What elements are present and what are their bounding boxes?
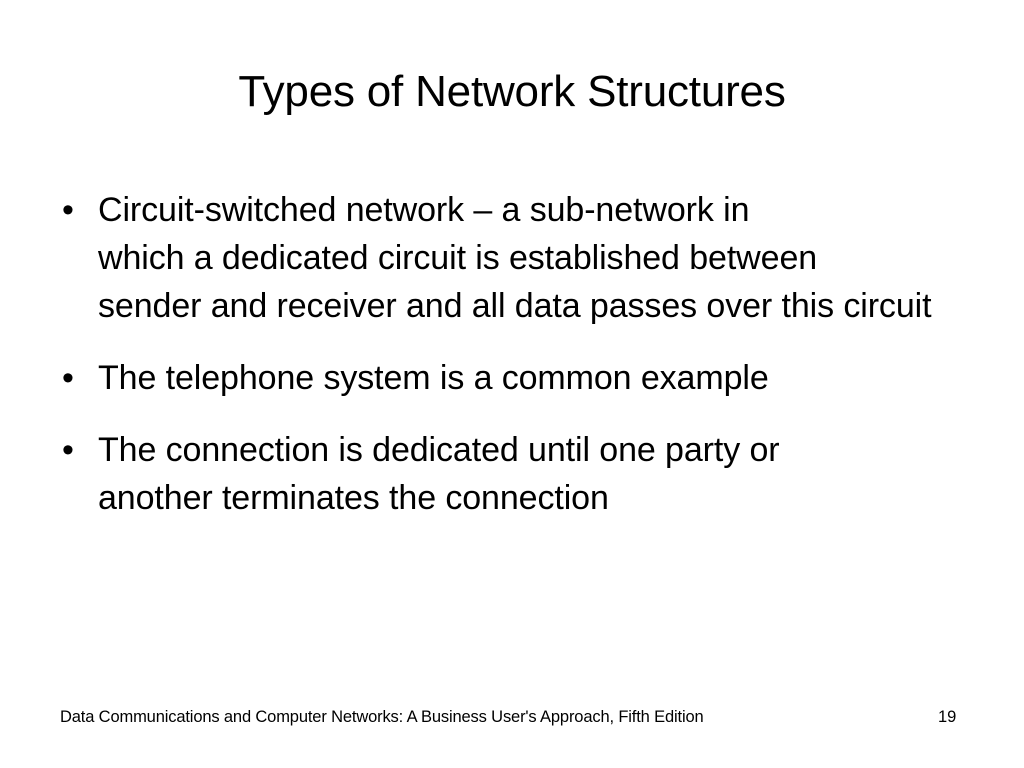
bullet-point-icon: •: [62, 359, 74, 397]
list-item-text: The connection is dedicated until one pa…: [98, 426, 956, 522]
footer-source-text: Data Communications and Computer Network…: [60, 708, 704, 726]
list-item-line: The connection is dedicated until one pa…: [98, 431, 780, 469]
slide-number: 19: [938, 708, 957, 726]
list-item-text: Circuit-switched network – a sub-network…: [98, 186, 956, 330]
list-item: • Circuit-switched network – a sub-netwo…: [60, 186, 960, 330]
list-item: • The telephone system is a common examp…: [60, 354, 960, 402]
page-title: Types of Network Structures: [238, 67, 786, 116]
list-item-line: Circuit-switched network – a sub-network…: [98, 191, 750, 229]
bullet-list: • Circuit-switched network – a sub-netwo…: [60, 186, 960, 522]
list-item-line: sender and receiver and all data passes …: [98, 287, 773, 325]
list-item-line: which a dedicated circuit is established…: [98, 239, 818, 277]
slide-footer: Data Communications and Computer Network…: [60, 705, 980, 729]
list-item-line: this circuit: [781, 287, 932, 325]
bullet-point-icon: •: [62, 431, 74, 469]
list-item-line: The telephone system is a common example: [98, 359, 769, 397]
list-item-line: another terminates the connection: [98, 479, 609, 517]
bullet-point-icon: •: [62, 191, 74, 229]
list-item: • The connection is dedicated until one …: [60, 426, 960, 522]
list-item-text: The telephone system is a common example: [98, 354, 956, 402]
